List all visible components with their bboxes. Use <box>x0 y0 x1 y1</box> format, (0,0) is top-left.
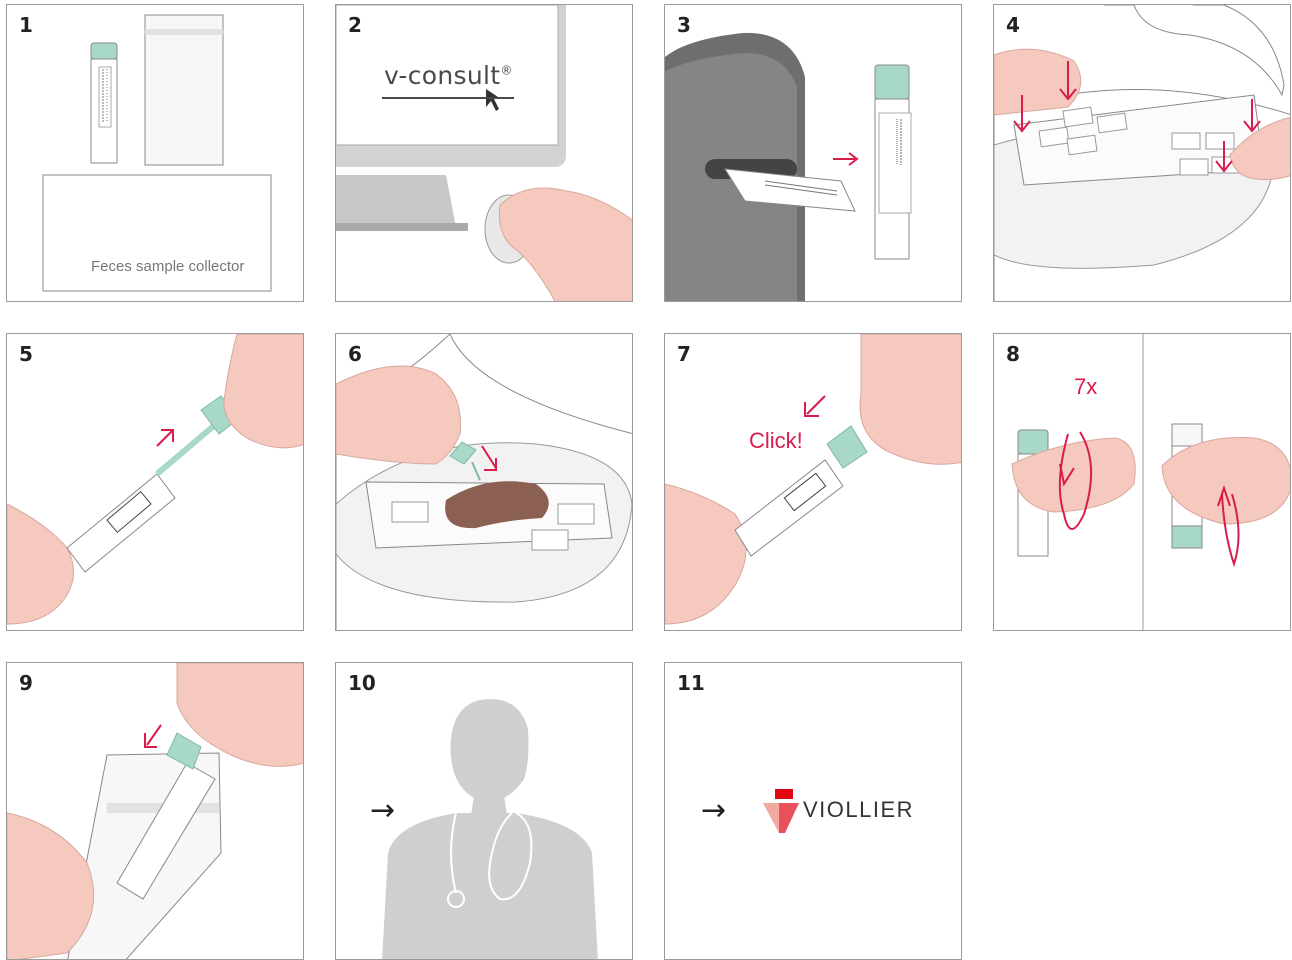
computer-illustration <box>336 5 633 302</box>
vconsult-underline <box>382 97 514 99</box>
click-annotation: Click! <box>749 428 803 454</box>
step-10-panel: 10 → <box>335 662 633 960</box>
step-number: 2 <box>348 13 362 37</box>
step-number: 1 <box>19 13 33 37</box>
step-number: 10 <box>348 671 376 695</box>
step-number: 6 <box>348 342 362 366</box>
forward-arrow-icon: → <box>701 793 726 828</box>
step-number: 7 <box>677 342 691 366</box>
packaging-illustration <box>7 663 304 960</box>
step-1-panel: 1 Feces sample collector <box>6 4 304 302</box>
step-8-panel: 8 7x <box>993 333 1291 631</box>
step-6-panel: 6 <box>335 333 633 631</box>
tube-closing-illustration <box>665 334 962 631</box>
label-printer-illustration <box>665 5 962 302</box>
step-number: 4 <box>1006 13 1020 37</box>
step-number: 11 <box>677 671 705 695</box>
step-5-panel: 5 <box>6 333 304 631</box>
forward-arrow-icon: → <box>370 793 395 828</box>
step-9-panel: 9 <box>6 662 304 960</box>
step-3-panel: 3 <box>664 4 962 302</box>
step-number: 5 <box>19 342 33 366</box>
step-number: 8 <box>1006 342 1020 366</box>
tube-shaking-illustration <box>994 334 1291 631</box>
registered-mark: ® <box>500 64 512 78</box>
step-number: 9 <box>19 671 33 695</box>
repeat-count-annotation: 7x <box>1074 374 1097 400</box>
step-7-panel: 7 Click! <box>664 333 962 631</box>
vconsult-logo-text: v-consult® <box>384 61 513 90</box>
vconsult-label: v-consult <box>384 61 500 90</box>
step-4-panel: 4 <box>993 4 1291 302</box>
step-11-panel: 11 → VIOLLIER <box>664 662 962 960</box>
tube-opening-illustration <box>7 334 304 631</box>
step-2-panel: 2 v-consult® <box>335 4 633 302</box>
sample-collection-illustration <box>336 334 633 631</box>
feces-collector-caption: Feces sample collector <box>91 258 244 275</box>
toilet-paper-placement-illustration <box>994 5 1291 302</box>
viollier-wordmark: VIOLLIER <box>803 797 914 823</box>
step-number: 3 <box>677 13 691 37</box>
